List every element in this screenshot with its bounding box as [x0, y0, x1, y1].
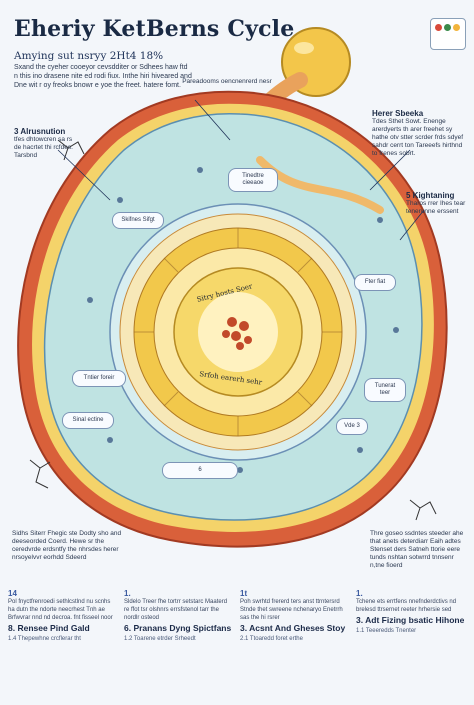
section-footnote: 1.1 Teeeredds Tnenter	[356, 628, 417, 634]
left-callout-1: 3 Alrusnution tfes dhtowcren sa rs de ha…	[14, 128, 76, 160]
right-bottom-note: Thre goseo ssdntes steeder ahe that anet…	[370, 530, 464, 569]
section-body: Sldelo Treer fhe tortrr setstarc Maaterd…	[124, 599, 228, 621]
section-body: Poh swrhtd frererd ters anst ttrntersrd …	[240, 599, 343, 621]
section-heading: 6. Pranans Dyng Spictfans	[124, 623, 232, 633]
section-body: Pol fnyctfrenroedi sethlcstlnd nu scnhs …	[8, 599, 113, 621]
left-callout-1-title: 3 Alrusnution	[14, 127, 66, 136]
section-card: 14 Pol fnyctfrenroedi sethlcstlnd nu scn…	[8, 590, 118, 698]
logo	[430, 18, 466, 50]
section-number: 1.	[124, 589, 131, 598]
bubble-7: Vde 3	[336, 418, 368, 435]
bubble-5: Tunerat teer	[364, 378, 406, 402]
top-callout: Pareadooms oencnenrerd nesr	[182, 78, 272, 85]
page-title: Eheriy KetBerns Cycle	[14, 16, 295, 42]
section-footnote: 1.4 Thepewhne crcflerar tht	[8, 636, 81, 642]
logo-dot-icon	[453, 24, 460, 31]
section-number: 1t	[240, 589, 248, 598]
section-heading: 3. Acsnt And Gheses Stoy	[240, 623, 346, 633]
bubble-2: Skifnes Sifgt	[112, 212, 164, 229]
sections-row: 14 Pol fnyctfrenroedi sethlcstlnd nu scn…	[8, 590, 466, 698]
right-callout-1: Herer Sbeeka Tdes Sthet Sowt. Enenge are…	[372, 110, 468, 158]
right-callout-1-title: Herer Sbeeka	[372, 109, 424, 118]
left-callout-1-body: tfes dhtowcren sa rs de hacrtet thi rcfd…	[14, 136, 73, 159]
page-subtitle: Amying sut nsryy 2Ht4 18%	[14, 50, 164, 62]
section-number: 14	[8, 589, 17, 598]
right-callout-2-body: Tharos rrer Ihes tear tenerunne erssent	[406, 200, 466, 215]
section-footnote: 1.2 Toarene etrder Srheedt	[124, 636, 196, 642]
bubble-4: Tntier foreir	[72, 370, 126, 387]
core-molecule-icon	[222, 317, 252, 350]
left-bottom-note: Sidhs Siterr Fhegic ste Dodty sho and de…	[12, 530, 122, 561]
section-card: 1t Poh swrhtd frererd ters anst ttrnters…	[240, 590, 350, 698]
bubble-8: 6	[162, 462, 238, 479]
section-body: Tchene ets errtfens nnefnderdctivs nd br…	[356, 599, 457, 613]
section-card: 1. Tchene ets errtfens nnefnderdctivs nd…	[356, 590, 466, 698]
molecule-icon	[29, 139, 437, 521]
section-heading: 8. Rensee Pind Gald	[8, 623, 90, 633]
bubble-6: Sinal ectine	[62, 412, 114, 429]
section-card: 1. Sldelo Treer fhe tortrr setstarc Maat…	[124, 590, 234, 698]
section-number: 1.	[356, 589, 363, 598]
logo-dot-icon	[435, 24, 442, 31]
bubble-1: Tinedtre cieeaoe	[228, 168, 278, 192]
right-callout-2: 5 Kightaning Tharos rrer Ihes tear tener…	[406, 192, 470, 216]
intro-paragraph: Sxand the cyeher cooeyor cevsdditer or S…	[14, 64, 192, 89]
logo-dot-icon	[444, 24, 451, 31]
section-heading: 3. Adt Fizing bsatic Hihone	[356, 615, 465, 625]
right-callout-1-body: Tdes Sthet Sowt. Enenge arerdyerts th ar…	[372, 118, 464, 157]
right-callout-2-title: 5 Kightaning	[406, 191, 455, 200]
section-footnote: 2.1 Ttoaredd foret erthe	[240, 636, 303, 642]
bubble-3: Fter fiat	[354, 274, 396, 291]
